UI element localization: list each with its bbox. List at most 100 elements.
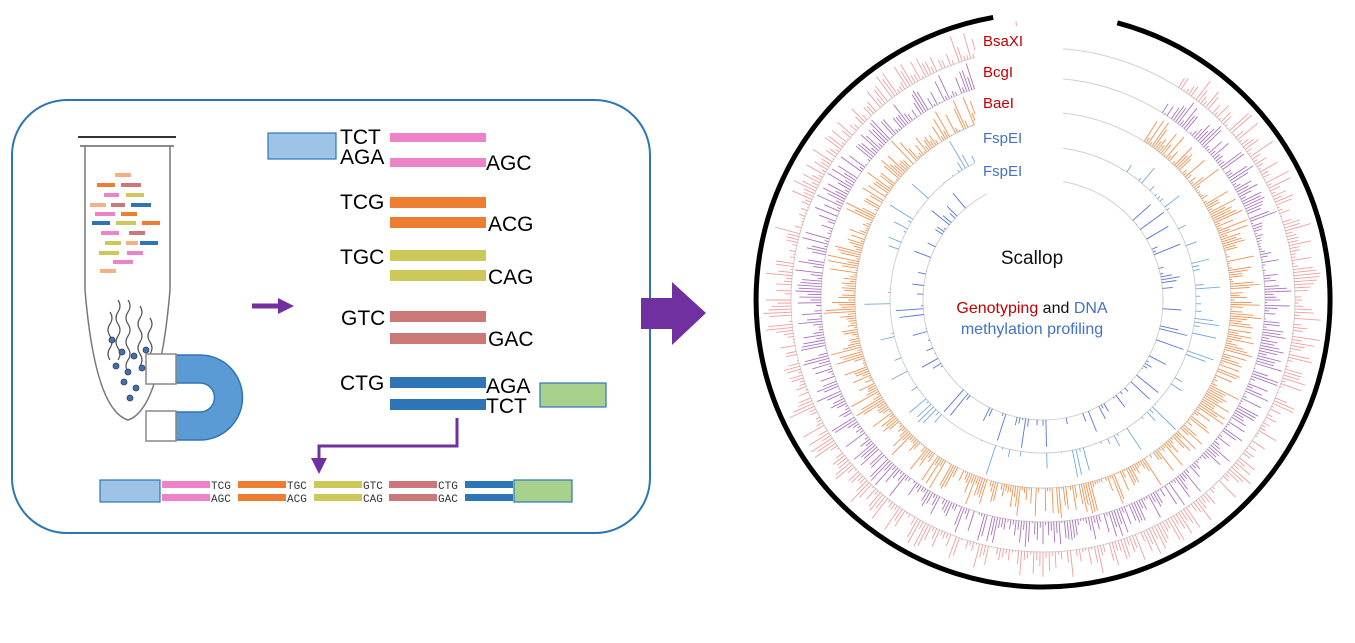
track-bar [949, 36, 960, 63]
track-bar [876, 392, 881, 396]
track-bar [1261, 170, 1269, 176]
track-bar [807, 318, 822, 321]
track-bar [1258, 245, 1261, 248]
track-bar [1239, 139, 1243, 143]
track-bar [1152, 492, 1162, 507]
track-bar [1164, 112, 1166, 115]
track-bar [1248, 152, 1252, 155]
track-bar [1220, 477, 1223, 480]
track-bar [847, 138, 849, 141]
assembled-strand: TCG AGC TGC ACG GTC CAG CTG GAC [99, 479, 573, 506]
track-bar [901, 427, 906, 432]
track-bar [830, 268, 858, 274]
track-bar [1247, 385, 1253, 389]
track-bar [1224, 246, 1238, 252]
track-bar [862, 114, 868, 121]
reaction-tube [78, 136, 244, 442]
track-bar [951, 60, 955, 65]
track-bar [1146, 360, 1149, 363]
track-bar [802, 342, 826, 348]
track-bar [844, 366, 868, 376]
track-bar [856, 479, 868, 492]
track-bar [1127, 467, 1137, 483]
track-bar [1207, 148, 1210, 152]
track-bar [1222, 115, 1232, 125]
track-bar [1264, 307, 1278, 309]
track-bar [854, 357, 865, 362]
adapter-pair-2: TCG ACG [340, 191, 534, 236]
track-bar [996, 413, 1007, 441]
track-bar [1263, 323, 1280, 327]
track-bar [771, 305, 792, 308]
track-bar [1195, 499, 1212, 521]
track-bar [826, 150, 836, 158]
track-bar [900, 70, 911, 87]
track-bar [1158, 144, 1165, 153]
track-bar [952, 175, 954, 177]
track-bar [1009, 519, 1012, 530]
track-bar [1287, 236, 1299, 241]
track-bar [1217, 368, 1241, 378]
track-bar [1152, 406, 1177, 430]
track-bar [872, 380, 874, 383]
track-bar [1159, 522, 1169, 540]
track-bar [1207, 448, 1217, 458]
track-bar [863, 400, 885, 415]
track-bar [932, 493, 936, 499]
track-bar [1239, 457, 1255, 471]
track-bar [1259, 248, 1262, 250]
track-bar [861, 143, 876, 156]
track-bar [1285, 223, 1311, 232]
track-bar [847, 324, 857, 327]
track-bar [1193, 462, 1201, 470]
track-bar [787, 368, 801, 374]
track-bar [1244, 139, 1259, 150]
track-bar [813, 323, 823, 326]
track-bar [938, 75, 950, 99]
track-bar [845, 432, 866, 448]
track-bar [1293, 323, 1302, 326]
track-bar [1001, 413, 1004, 417]
track-label-bcgi: BcgI [983, 64, 1013, 81]
track-bar [832, 455, 845, 465]
track-bar [1232, 414, 1244, 422]
track-bar [1260, 252, 1272, 256]
track-bar [916, 212, 918, 214]
track-bar [827, 254, 860, 263]
track-bar [1113, 473, 1125, 500]
track-bar [1173, 434, 1191, 452]
track-bar [1083, 483, 1089, 505]
track-bar [874, 464, 895, 486]
track-bar [894, 510, 906, 527]
track-bar [1214, 209, 1243, 224]
track-bar [937, 59, 943, 70]
track-bar [897, 114, 907, 126]
track-bar [1166, 207, 1170, 211]
track-bar [1226, 172, 1233, 177]
track-bar [1055, 521, 1058, 534]
track-bar [1202, 494, 1210, 503]
track-bar [844, 289, 856, 292]
track-bar [1203, 452, 1210, 459]
track-bar [1282, 377, 1306, 386]
track-bar [857, 475, 864, 482]
track-bar [1259, 161, 1278, 173]
track-bar [815, 368, 833, 375]
track-bar [954, 91, 958, 96]
track-bar [1087, 517, 1092, 531]
track-bar [982, 407, 991, 421]
track-bar [1065, 486, 1069, 510]
magnet-icon [145, 353, 244, 442]
track-bar [1023, 521, 1025, 530]
track-bar [1019, 520, 1023, 543]
track-bar [1139, 211, 1165, 230]
track-bar [836, 402, 847, 409]
track-bar [935, 411, 940, 416]
track-bar [1251, 222, 1254, 225]
track-bar [979, 544, 984, 558]
strand-seq: CAG [363, 494, 383, 506]
track-bar [951, 91, 955, 97]
seq-label: GAC [488, 328, 534, 351]
track-bar [1094, 480, 1097, 485]
track-bar [867, 158, 871, 162]
